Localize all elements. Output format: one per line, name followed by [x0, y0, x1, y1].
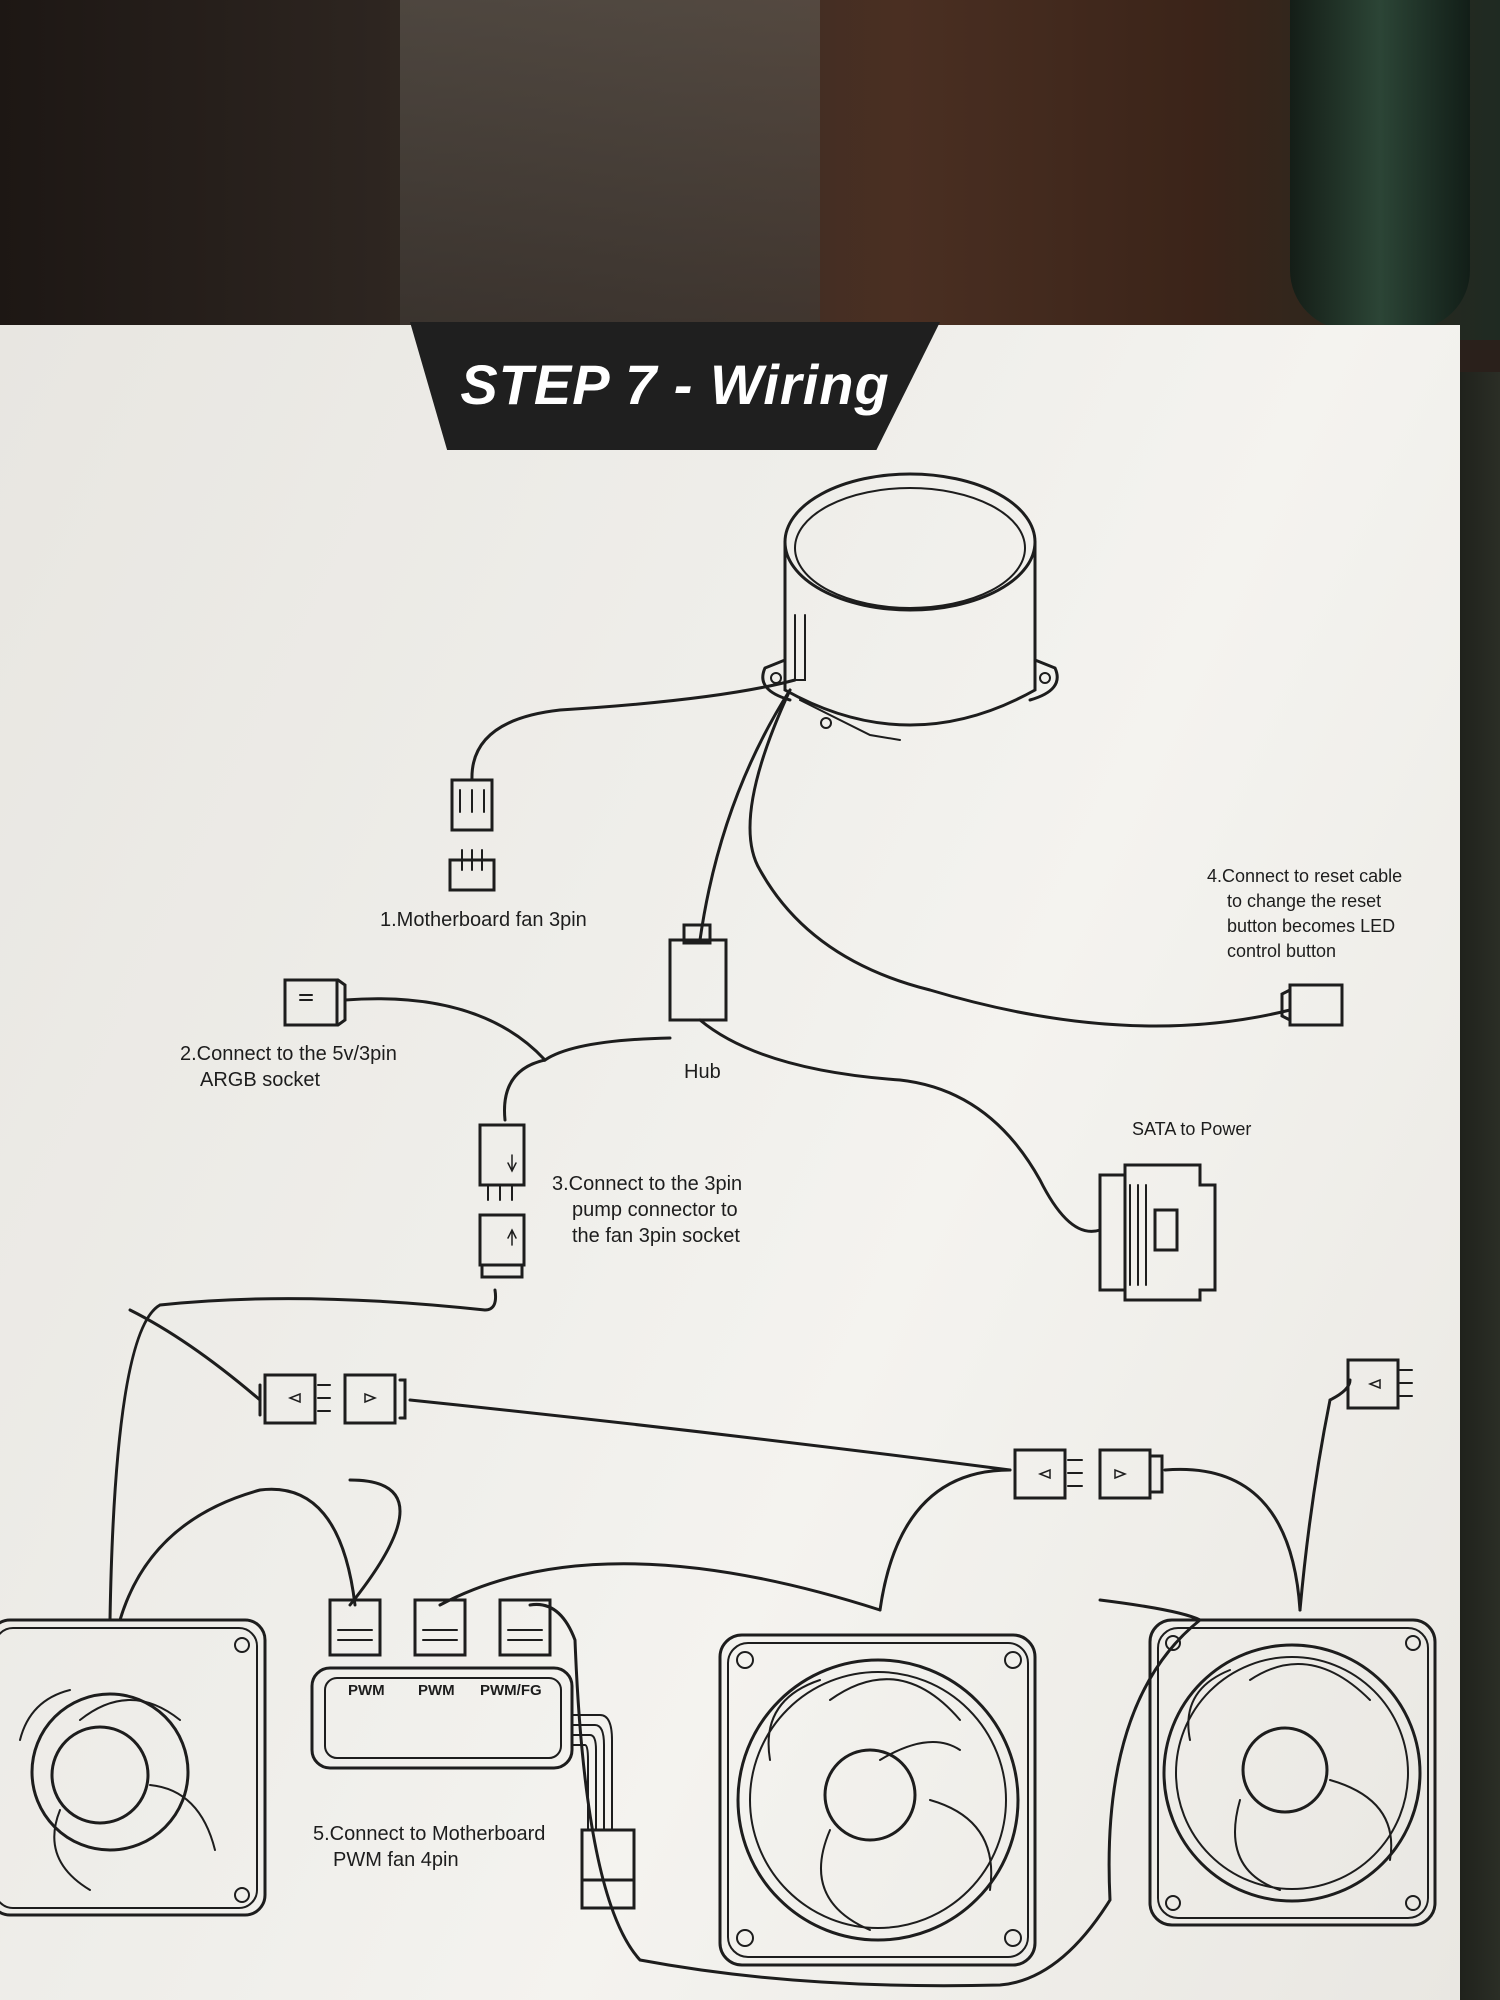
label-pwm-2: PWM [418, 1682, 455, 1699]
pump-3pin-connector [478, 1123, 526, 1279]
reset-connector [1280, 983, 1344, 1027]
cables [108, 678, 1352, 1988]
background-bottle [1290, 0, 1470, 330]
pump-block [761, 472, 1059, 741]
label-pump-line1: 3.Connect to the 3pin [552, 1173, 743, 1195]
label-pump-line2: pump connector to [572, 1199, 738, 1221]
fan-3pin-connector-right [1346, 1358, 1413, 1410]
pwm-hub [310, 1598, 636, 1910]
fan-3pin-connector [448, 778, 496, 892]
label-argb-line1: 2.Connect to the 5v/3pin [180, 1043, 397, 1065]
label-pwm-1: PWM [348, 1682, 385, 1699]
label-reset-line2: to change the reset [1227, 891, 1382, 911]
label-reset-line4: control button [1227, 941, 1337, 961]
label-pwm-line1: 5.Connect to Motherboard [313, 1823, 546, 1845]
label-pump-line3: the fan 3pin socket [572, 1225, 740, 1247]
label-reset-line1: 4.Connect to reset cable [1207, 866, 1403, 886]
fan-extension-connector-right [1013, 1448, 1164, 1500]
label-hub: Hub [684, 1061, 721, 1083]
fan-middle [718, 1633, 1037, 1967]
fan-left [0, 1618, 267, 1917]
fan-extension-connector-left [258, 1373, 407, 1425]
label-motherboard-fan-3pin: 1.Motherboard fan 3pin [380, 909, 587, 931]
title-banner [410, 322, 940, 450]
sata-connector [1098, 1163, 1217, 1302]
hub-box [668, 923, 728, 1022]
manual-page [0, 325, 1460, 2000]
label-pwm-line2: PWM fan 4pin [333, 1849, 459, 1871]
page-title: STEP 7 - Wiring [460, 353, 890, 416]
arrow-icons [287, 1154, 1381, 1480]
label-reset-line3: button becomes LED [1227, 916, 1396, 936]
label-argb-line2: ARGB socket [200, 1069, 321, 1091]
label-pwm-fg: PWM/FG [480, 1682, 542, 1699]
background-box [400, 0, 820, 330]
label-sata: SATA to Power [1132, 1119, 1252, 1139]
fan-right [1148, 1618, 1437, 1927]
argb-connector [283, 978, 347, 1027]
